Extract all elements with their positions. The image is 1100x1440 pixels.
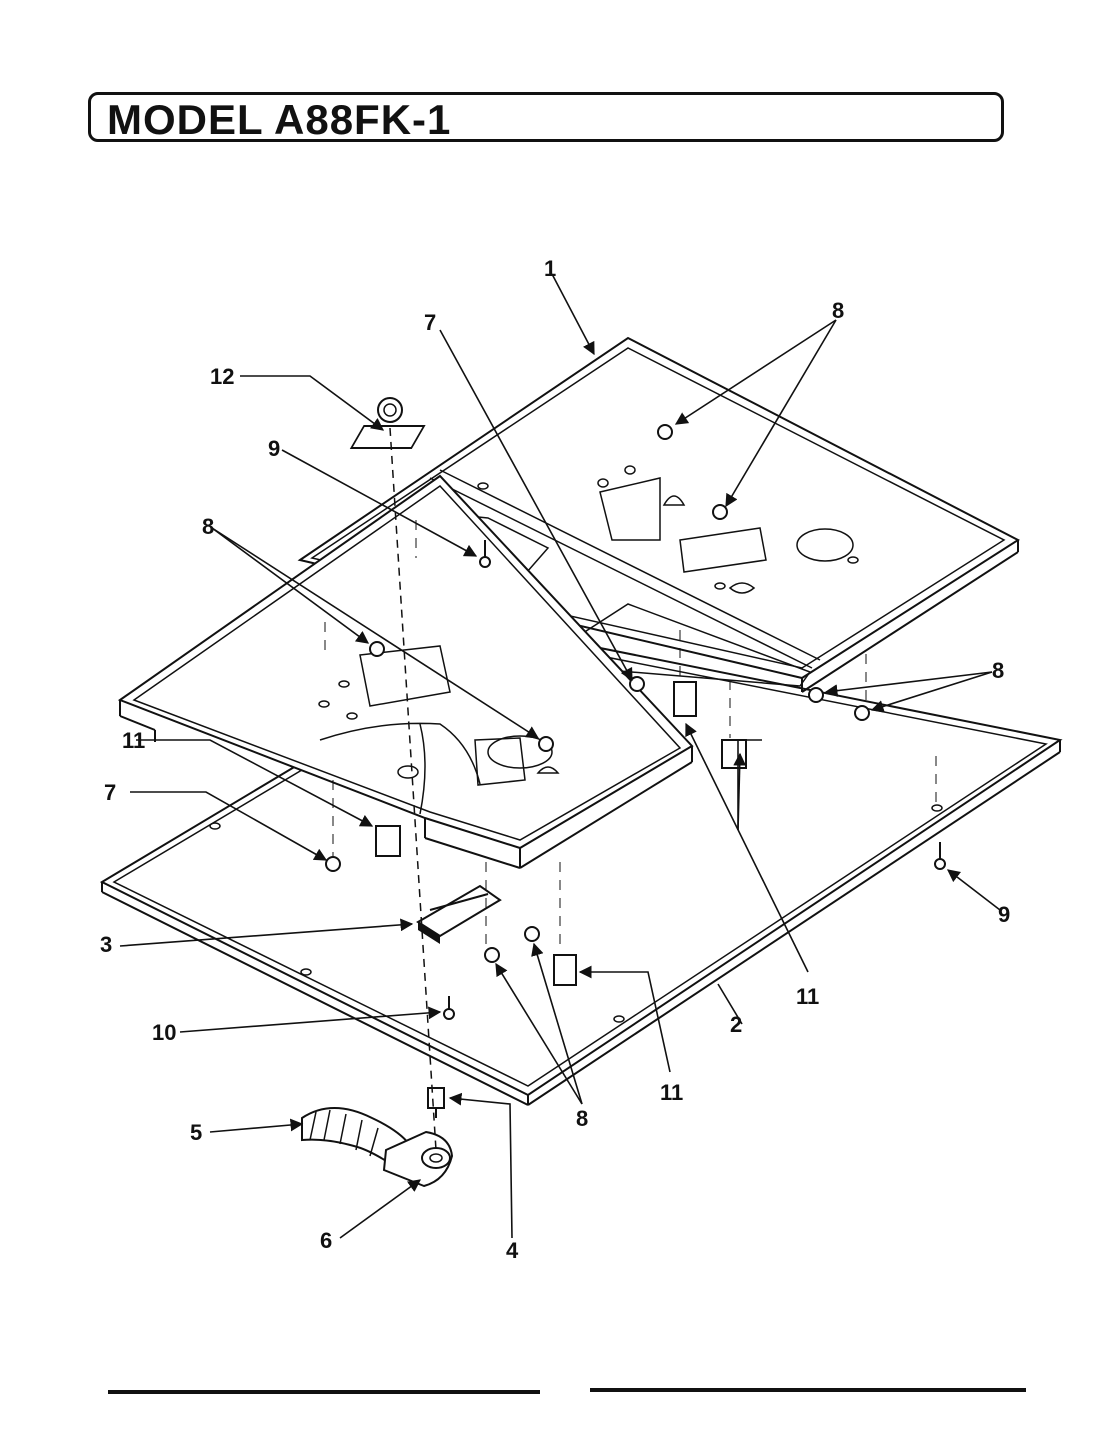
- callout-8-top-right: 8: [832, 298, 844, 323]
- callout-10: 10: [152, 1020, 176, 1045]
- assembly-centerline: [389, 427, 437, 1151]
- callout-2: 2: [730, 1012, 742, 1037]
- footer-rule-left: [108, 1390, 540, 1394]
- footer-rule-right: [590, 1388, 1026, 1392]
- hardware-guide-lines: [324, 520, 937, 948]
- callout-8-bottom: 8: [576, 1106, 588, 1131]
- callout-9-right: 9: [998, 902, 1010, 927]
- screw-hardware: [443, 540, 946, 1020]
- callout-11-right: 11: [796, 984, 819, 1009]
- model-title-box: MODEL A88FK-1: [88, 92, 1004, 143]
- callout-11-left: 11: [122, 728, 145, 753]
- callout-12: 12: [210, 364, 234, 389]
- callout-11-bottom: 11: [660, 1080, 683, 1105]
- callout-5: 5: [190, 1120, 202, 1145]
- callout-7-left: 7: [104, 780, 116, 805]
- callout-7-top: 7: [424, 310, 436, 335]
- callout-9-top: 9: [268, 436, 280, 461]
- clip-part: [427, 1087, 445, 1118]
- callout-3: 3: [100, 932, 112, 957]
- callout-1: 1: [544, 256, 556, 281]
- drain-elbow-bracket: [349, 397, 426, 449]
- callout-4: 4: [506, 1238, 519, 1263]
- callout-6: 6: [320, 1228, 332, 1253]
- leader-lines: [119, 273, 1001, 1239]
- callout-8-left: 8: [202, 514, 214, 539]
- nut-hardware: [325, 424, 870, 963]
- terminal-block: [416, 884, 502, 944]
- left-panel: [117, 474, 694, 869]
- callout-8-right: 8: [992, 658, 1004, 683]
- model-title: MODEL A88FK-1: [107, 96, 452, 143]
